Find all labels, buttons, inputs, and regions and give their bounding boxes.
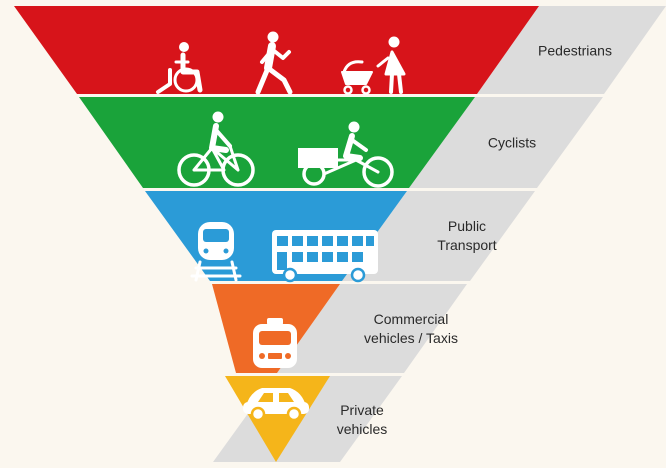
band-commercial: [277, 284, 467, 373]
label-commercial: Commercial vehicles / Taxis: [364, 310, 458, 348]
label-private-line2: vehicles: [336, 421, 388, 437]
label-cyclists: Cyclists: [488, 134, 536, 153]
label-cyclists-text: Cyclists: [487, 134, 537, 151]
label-bands: [213, 6, 666, 462]
train-icon: [190, 222, 242, 282]
label-private-line1: Private: [340, 402, 384, 418]
label-public-transport: Public Transport: [437, 217, 496, 255]
car-icon: [243, 388, 309, 422]
label-commercial-line2: vehicles / Taxis: [364, 330, 458, 346]
label-public-transport-line2: Transport: [437, 237, 497, 253]
person-with-pram-icon: [341, 36, 406, 95]
tier-pedestrians: [14, 6, 539, 94]
label-commercial-line1: Commercial: [373, 311, 449, 327]
band-pedestrians: [477, 6, 666, 94]
wheelchair-user-icon: [156, 42, 203, 94]
cargo-bike-icon: [298, 121, 394, 188]
pedestrian-icon: [255, 31, 293, 95]
label-private: Private vehicles: [337, 401, 388, 439]
tier-cyclists: [79, 97, 475, 188]
label-pedestrians-text: Pedestrians: [538, 42, 612, 59]
band-public-transport: [342, 191, 535, 281]
band-cyclists: [409, 97, 603, 188]
label-pedestrians: Pedestrians: [538, 42, 612, 61]
taxi-front-icon: [253, 318, 297, 368]
label-public-transport-line1: Public: [447, 218, 487, 234]
cyclist-icon: [177, 111, 255, 187]
double-decker-bus-icon: [272, 230, 378, 283]
